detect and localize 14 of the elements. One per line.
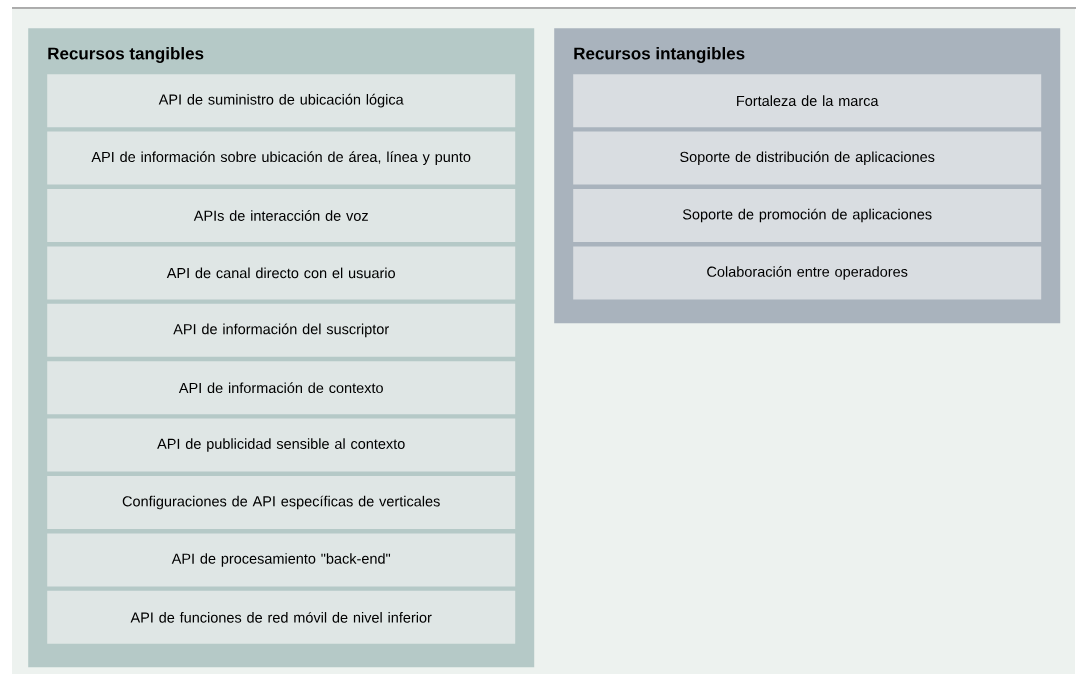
resource-box: API de funciones de red móvil de nivel inferior [47,590,516,644]
resource-box: API de publicidad sensible al contexto [47,418,516,472]
resource-box: API de información del suscriptor [47,303,516,357]
resource-box: APIs de interacción de voz [47,189,516,242]
resource-box: Configuraciones de API específicas de verticales [47,476,516,529]
resource-box: API de procesamiento "back-end" [47,533,516,587]
resource-box: API de información sobre ubicación de área, línea y punto [47,131,516,185]
resource-box: API de suministro de ubicación lógica [47,74,516,128]
resource-box: Colaboración entre operadores [573,246,1042,300]
resource-box: Fortaleza de la marca [573,74,1042,128]
resource-box: API de información de contexto [47,361,516,415]
resource-box: API de canal directo con el usuario [47,246,516,300]
resource-box: Soporte de distribución de aplicaciones [573,131,1042,185]
resource-box: Soporte de promoción de aplicaciones [573,189,1042,242]
